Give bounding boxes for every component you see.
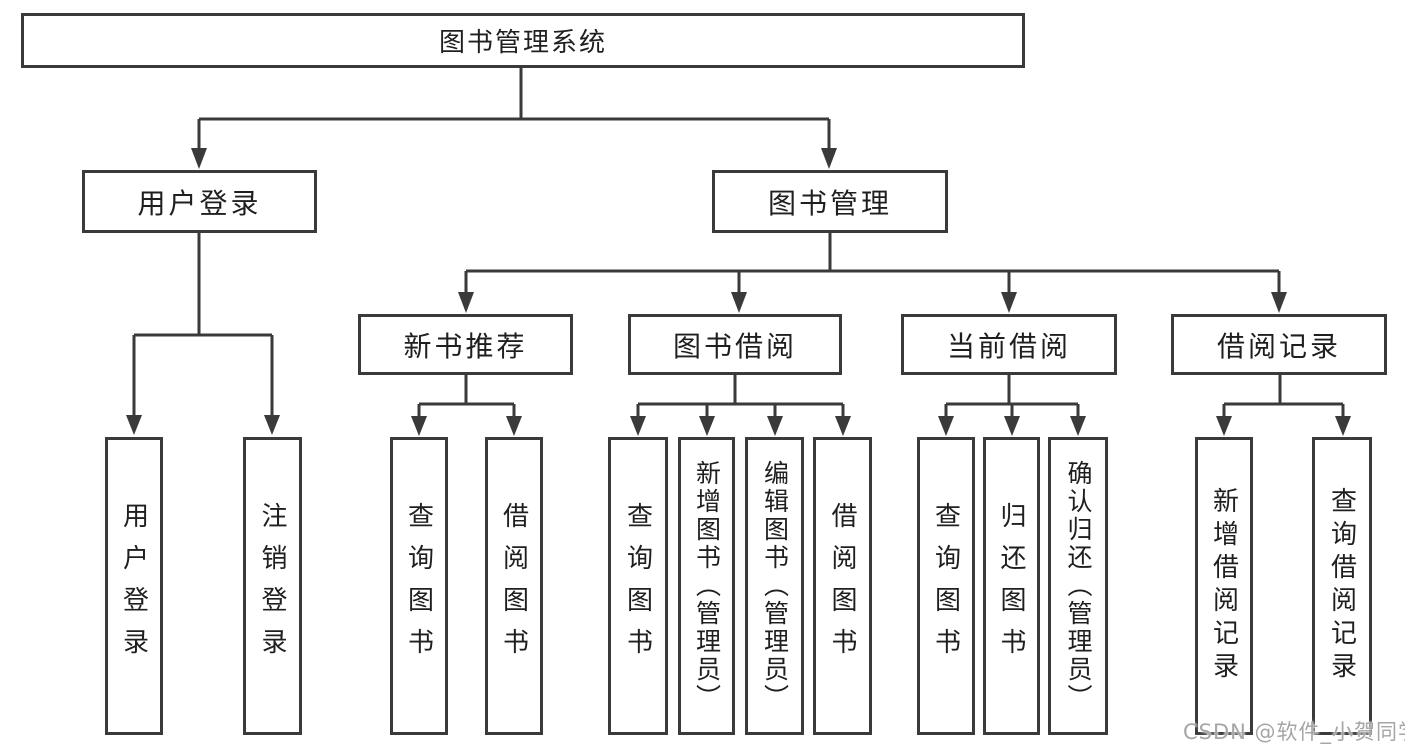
node-book-management: 图书管理	[712, 170, 948, 233]
node-new-book-recommendation: 新书推荐	[358, 314, 573, 375]
connector-new-book-recommendation-to-leaves	[411, 375, 522, 436]
node-book-borrowing: 图书借阅	[628, 314, 842, 375]
connector-user-login-to-leaves	[126, 233, 280, 435]
leaf-edit-book-admin: 编辑图书（管理员）	[745, 437, 804, 735]
node-borrowing-records: 借阅记录	[1171, 314, 1387, 375]
leaf-logout: 注销登录	[243, 437, 302, 735]
leaf-user-login: 用户登录	[105, 437, 163, 735]
connector-book-management-to-level3	[458, 233, 1287, 313]
leaf-borrow-books-borrowing: 借阅图书	[813, 437, 872, 735]
node-current-borrowing: 当前借阅	[901, 314, 1117, 375]
connector-borrowing-records-to-leaves	[1216, 375, 1351, 436]
csdn-watermark: CSDN @软件_小贺同学	[1183, 720, 1405, 744]
connector-current-borrowing-to-leaves	[938, 375, 1086, 436]
leaf-query-borrow-record: 查询借阅记录	[1312, 437, 1372, 735]
leaf-add-borrow-record: 新增借阅记录	[1195, 437, 1253, 735]
connector-book-borrowing-to-leaves	[630, 375, 851, 436]
leaf-query-books-recommend: 查询图书	[390, 437, 448, 735]
leaf-add-book-admin: 新增图书（管理员）	[678, 437, 735, 735]
leaf-confirm-return-admin: 确认归还（管理员）	[1048, 437, 1108, 735]
leaf-query-books-borrowing: 查询图书	[608, 437, 668, 735]
node-user-login: 用户登录	[82, 170, 317, 233]
leaf-return-book: 归还图书	[983, 437, 1040, 735]
leaf-query-books-current: 查询图书	[917, 437, 975, 735]
leaf-borrow-books-recommend: 借阅图书	[485, 437, 543, 735]
node-library-management-system: 图书管理系统	[21, 13, 1025, 68]
connector-root-to-level2	[191, 68, 837, 169]
